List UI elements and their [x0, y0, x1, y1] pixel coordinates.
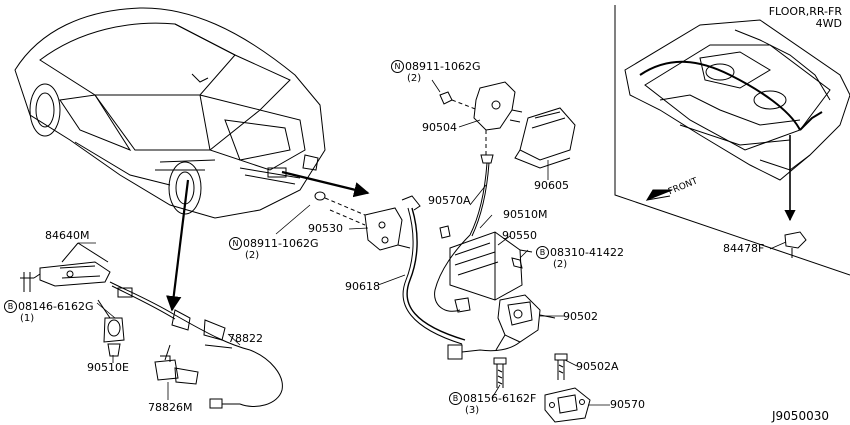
bracket-unit-upper [439, 81, 576, 237]
label-90502A: 90502A [576, 360, 619, 373]
label-90605: 90605 [534, 179, 569, 192]
floor-inset [614, 5, 850, 276]
qty-08911-upper: (2) [407, 73, 422, 84]
prefix-08156: B [449, 392, 462, 405]
cable-assembly-left [20, 242, 283, 409]
label-90510M: 90510M [503, 208, 548, 221]
latch-90502 [447, 294, 556, 360]
prefix-08310: B [536, 246, 549, 259]
actuator-assembly [434, 225, 533, 313]
prefix-08911-lower: N [229, 237, 242, 250]
inset-title-line1: FLOOR,RR-FR [768, 5, 842, 18]
rod-90618-outline [402, 207, 463, 345]
label-90504: 90504 [422, 121, 457, 134]
leader-lines [78, 79, 787, 406]
qty-08911-lower: (2) [245, 250, 260, 261]
label-78822: 78822 [228, 332, 263, 345]
label-90550: 90550 [502, 229, 537, 242]
inset-title: FLOOR,RR-FR 4WD [742, 6, 842, 30]
pointer-arrow-floor [166, 179, 190, 312]
qty-08156: (3) [465, 405, 480, 416]
label-90530: 90530 [308, 222, 343, 235]
qty-08310: (2) [553, 259, 568, 270]
vehicle-drawing [14, 7, 326, 219]
rod-90618 [406, 207, 466, 341]
label-90570: 90570 [610, 398, 645, 411]
qty-08146: (1) [20, 313, 35, 324]
pointer-arrow-rear [281, 170, 370, 198]
label-08911-1062G-lower: 08911-1062G [243, 237, 319, 250]
prefix-08911-upper: N [391, 60, 404, 73]
label-90502: 90502 [563, 310, 598, 323]
inset-title-line2: 4WD [815, 17, 842, 30]
fasteners-lower [493, 353, 591, 423]
label-08911-1062G-upper: 08911-1062G [405, 60, 481, 73]
label-08146-6162G: 08146-6162G [18, 300, 94, 313]
label-90570A: 90570A [428, 194, 471, 207]
prefix-08146: B [4, 300, 17, 313]
label-90618: 90618 [345, 280, 380, 293]
label-90510E: 90510E [87, 361, 129, 374]
diagram-code: J9050030 [772, 409, 829, 423]
label-78826M: 78826M [148, 401, 193, 414]
label-84640M: 84640M [45, 229, 90, 242]
label-84478F: 84478F [723, 242, 765, 255]
label-08310-41422: 08310-41422 [550, 246, 624, 259]
hinge-center [314, 191, 421, 251]
label-08156-6162F: 08156-6162F [463, 392, 537, 405]
